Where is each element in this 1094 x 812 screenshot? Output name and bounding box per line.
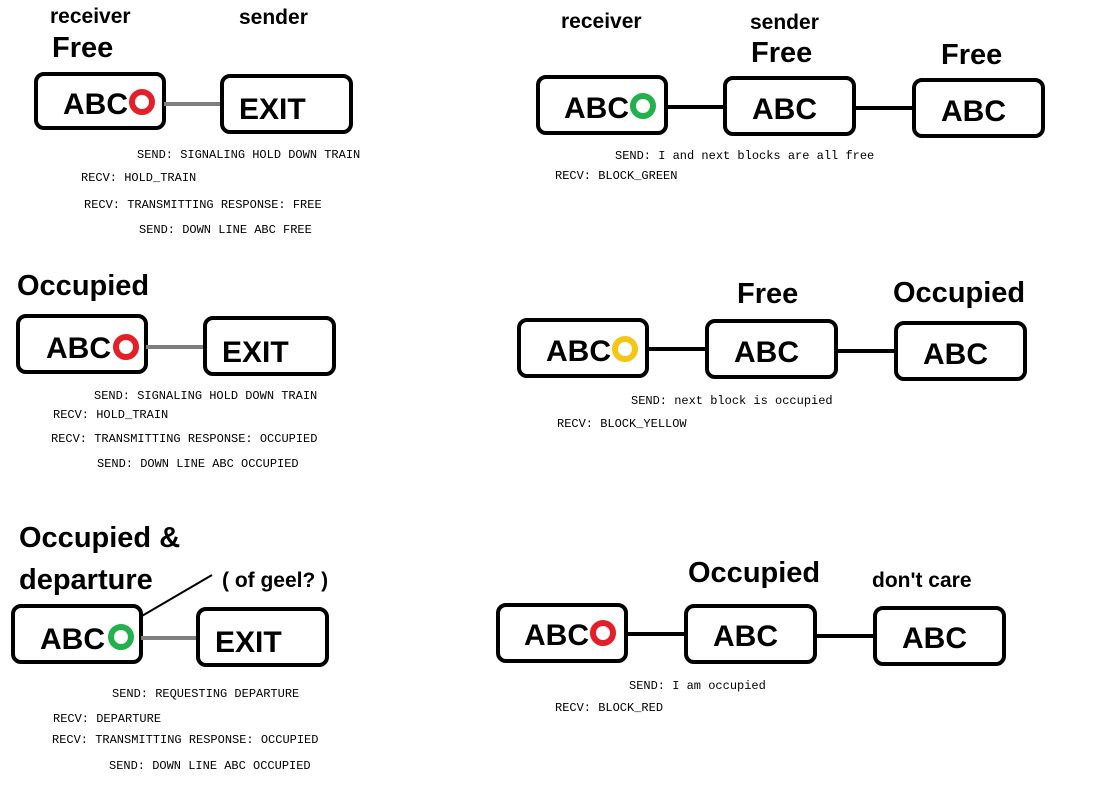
message-line: RECV: DEPARTURE: [53, 712, 162, 726]
message-line: RECV: TRANSMITTING RESPONSE: OCCUPIED: [51, 432, 318, 446]
green-signal-icon: [630, 93, 656, 119]
abc-block-label: ABC: [40, 623, 105, 656]
state-free-label: Free: [52, 32, 114, 64]
exit-link: [164, 102, 222, 106]
message-line: RECV: BLOCK_YELLOW: [557, 417, 687, 431]
state-free-label: Free: [751, 37, 813, 69]
of-geel-note: ( of geel? ): [222, 569, 329, 592]
exit-block: [196, 607, 329, 667]
message-line: SEND: DOWN LINE ABC OCCUPIED: [97, 457, 299, 471]
sender-label: sender: [750, 11, 819, 34]
exit-link: [146, 345, 206, 349]
departure-pointer-line: [134, 574, 213, 621]
message-line: RECV: BLOCK_GREEN: [555, 169, 678, 183]
state-occupied-departure-label-line1: Occupied &: [19, 522, 181, 554]
block-link: [647, 347, 707, 351]
message-line: RECV: TRANSMITTING RESPONSE: FREE: [84, 198, 322, 212]
state-occupied-departure-label-line2: departure: [19, 564, 153, 596]
abc-block: [684, 604, 817, 664]
message-line: SEND: I and next blocks are all free: [615, 149, 875, 163]
abc-block: [912, 78, 1045, 138]
block-link: [836, 349, 896, 353]
exit-block: [220, 74, 353, 134]
state-occupied-label: Occupied: [688, 557, 821, 589]
receiver-label: receiver: [561, 10, 642, 33]
exit-block-label: EXIT: [215, 626, 282, 659]
message-line: SEND: next block is occupied: [631, 394, 833, 408]
abc-block-label: ABC: [752, 93, 817, 126]
dont-care-label: don't care: [872, 569, 972, 592]
block-link: [854, 106, 914, 110]
message-line: RECV: HOLD_TRAIN: [53, 408, 169, 422]
message-line: SEND: DOWN LINE ABC OCCUPIED: [109, 759, 311, 773]
exit-block-label: EXIT: [222, 336, 289, 369]
abc-block: [705, 319, 838, 379]
block-link: [815, 634, 875, 638]
message-line: SEND: REQUESTING DEPARTURE: [112, 687, 300, 701]
exit-link: [141, 636, 199, 640]
message-line: SEND: SIGNALING HOLD DOWN TRAIN: [137, 148, 361, 162]
state-occupied-label: Occupied: [893, 277, 1026, 309]
message-line: RECV: HOLD_TRAIN: [81, 171, 197, 185]
abc-block-label: ABC: [63, 88, 128, 121]
sender-label: sender: [239, 6, 308, 29]
exit-block-label: EXIT: [239, 93, 306, 126]
message-line: SEND: DOWN LINE ABC FREE: [139, 223, 312, 237]
message-line: RECV: BLOCK_RED: [555, 701, 664, 715]
receiver-label: receiver: [50, 5, 131, 28]
abc-block-label: ABC: [524, 619, 589, 652]
abc-block-label: ABC: [902, 622, 967, 655]
red-signal-icon: [590, 620, 616, 646]
block-link: [666, 105, 726, 109]
abc-block-label: ABC: [546, 335, 611, 368]
abc-block-label: ABC: [734, 336, 799, 369]
abc-block-label: ABC: [564, 92, 629, 125]
state-free-label: Free: [941, 39, 1003, 71]
state-occupied-label: Occupied: [17, 270, 150, 302]
red-signal-icon: [129, 89, 155, 115]
message-line: SEND: SIGNALING HOLD DOWN TRAIN: [94, 389, 318, 403]
red-signal-icon: [113, 334, 139, 360]
yellow-signal-icon: [612, 336, 638, 362]
message-line: SEND: I am occupied: [629, 679, 766, 693]
green-signal-icon: [108, 624, 134, 650]
exit-block: [203, 316, 336, 376]
block-link: [626, 632, 686, 636]
abc-block: [894, 321, 1027, 381]
abc-block-label: ABC: [923, 338, 988, 371]
message-line: RECV: TRANSMITTING RESPONSE: OCCUPIED: [52, 733, 319, 747]
abc-block: [34, 72, 166, 130]
abc-block: [873, 606, 1006, 666]
abc-block-label: ABC: [941, 95, 1006, 128]
abc-block: [517, 318, 649, 378]
state-free-label: Free: [737, 278, 799, 310]
abc-block-label: ABC: [46, 332, 111, 365]
abc-block-label: ABC: [713, 620, 778, 653]
